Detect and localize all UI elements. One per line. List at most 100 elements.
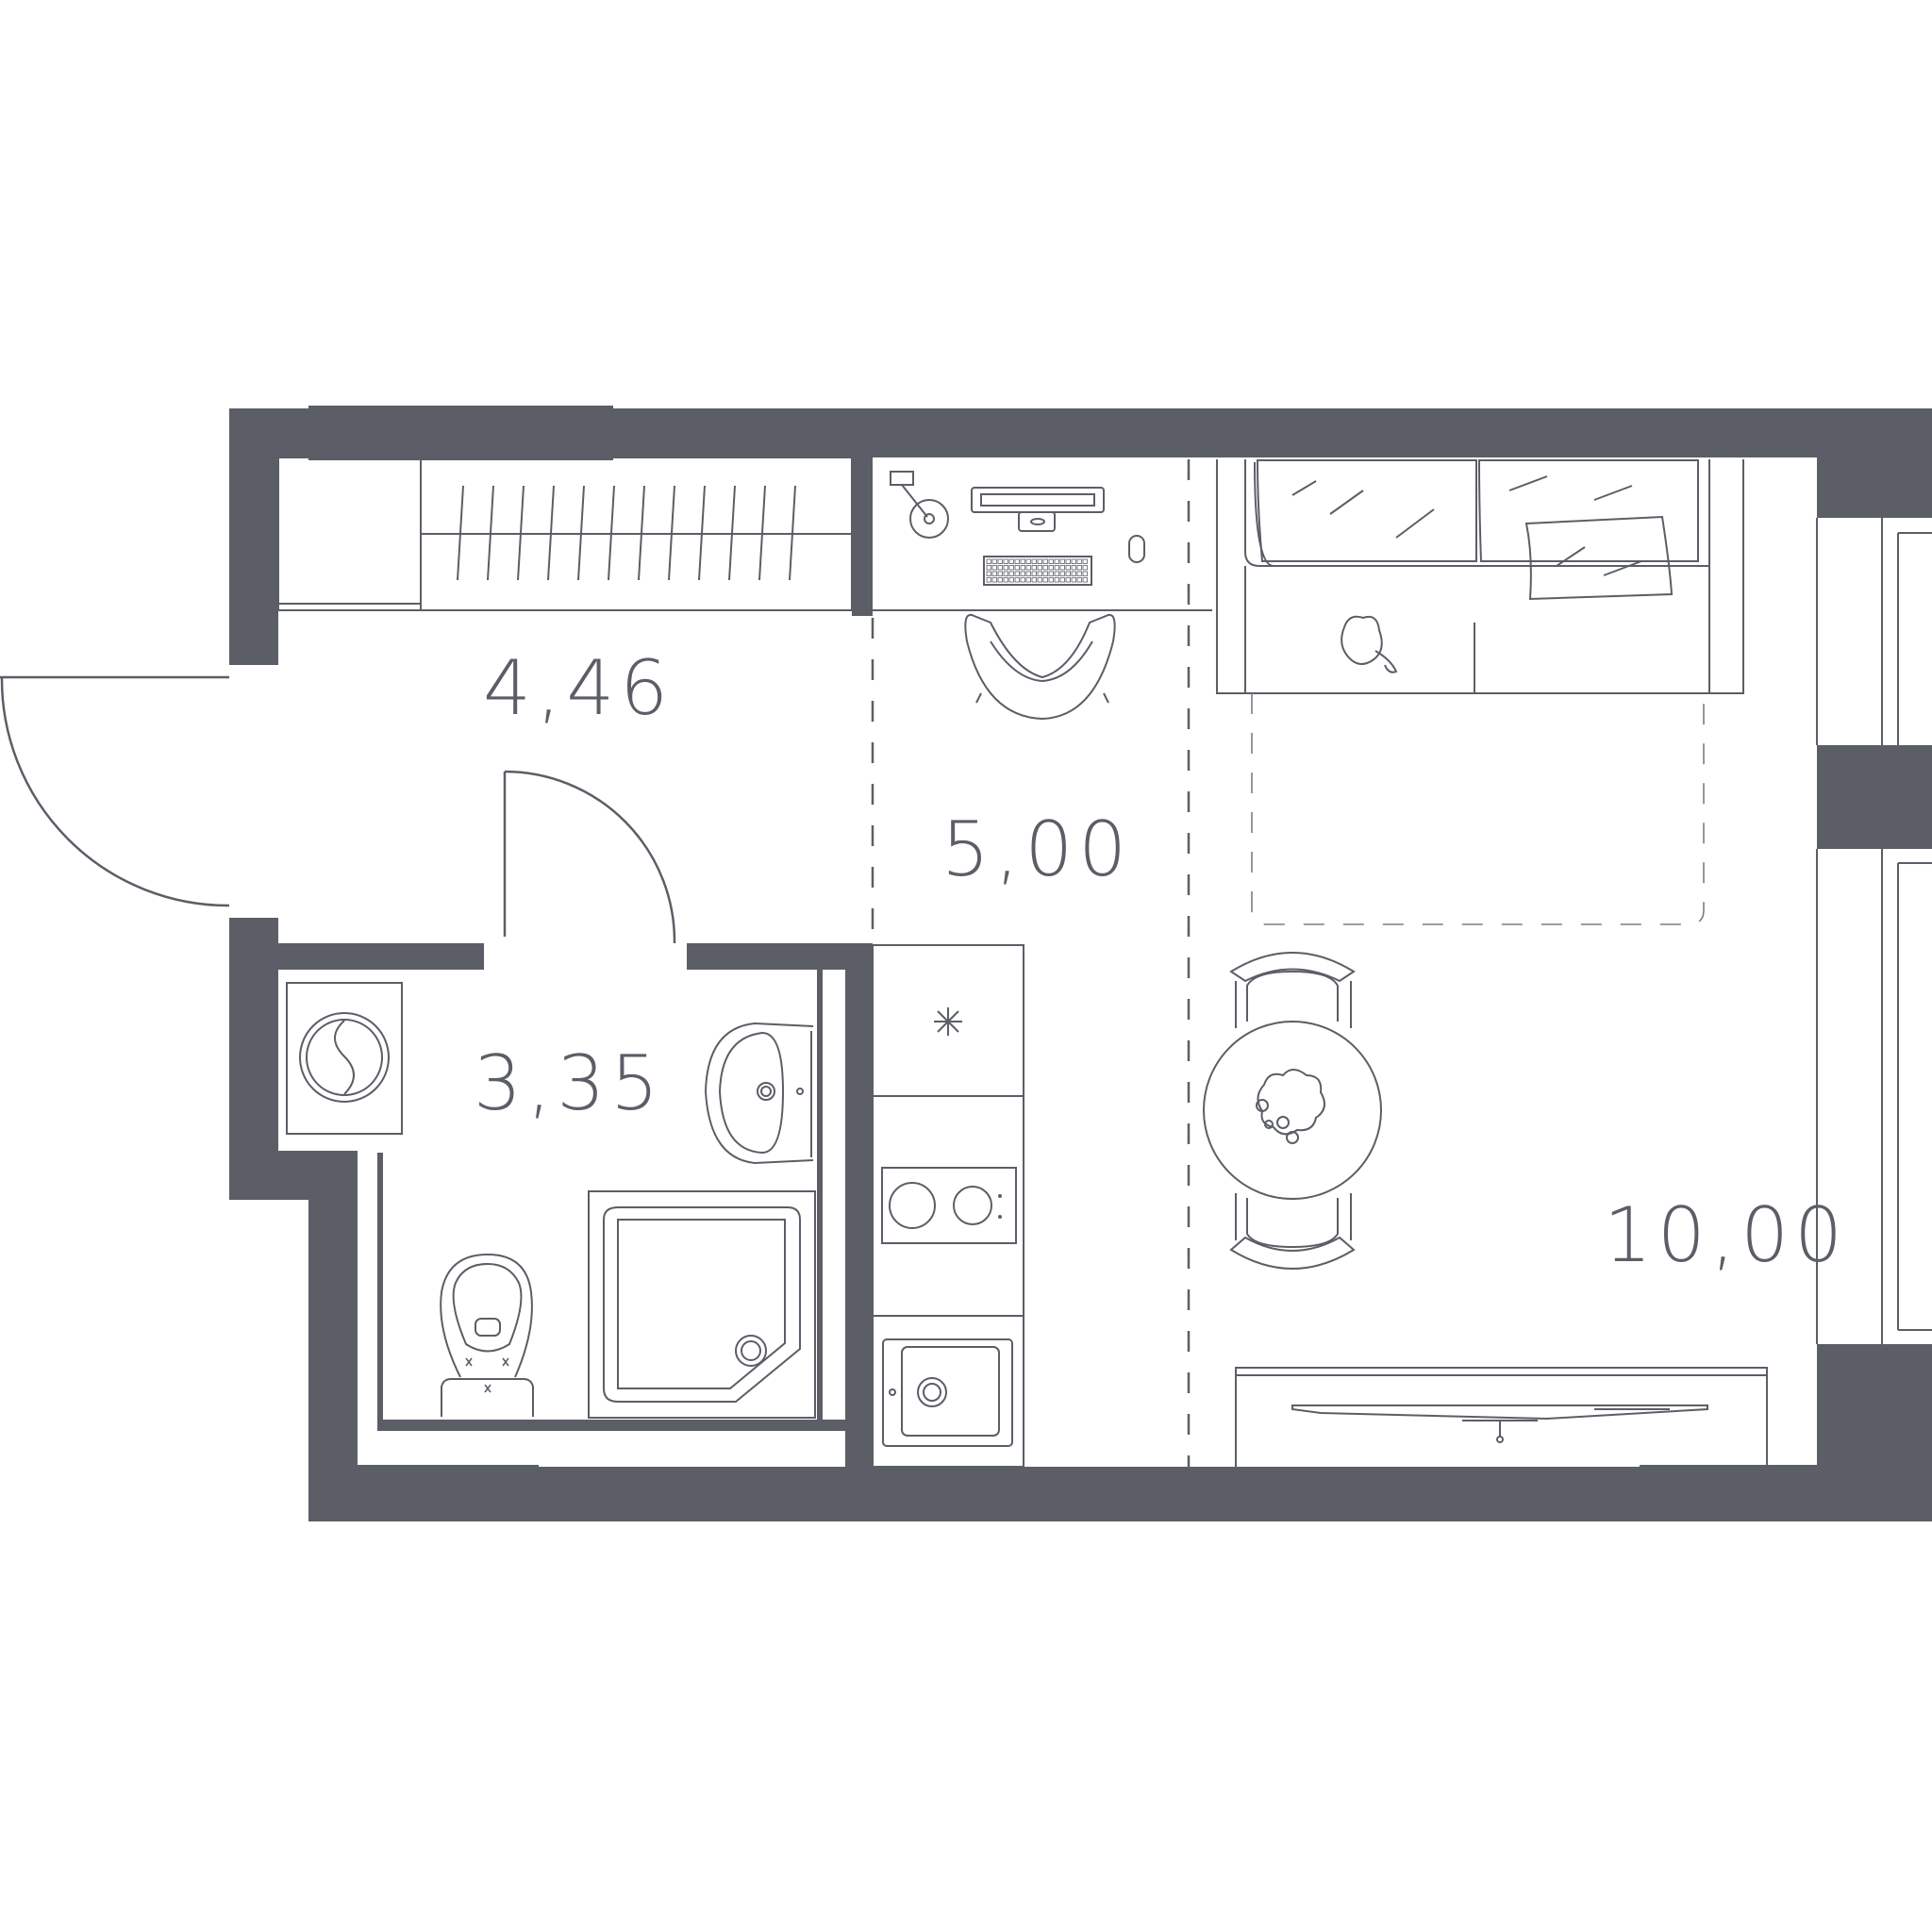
keyboard-key xyxy=(1082,571,1088,576)
keyboard-key xyxy=(986,577,991,583)
keyboard-key xyxy=(1025,565,1031,571)
keyboard-key xyxy=(1054,571,1059,576)
keyboard-key xyxy=(1042,558,1048,564)
dining-set xyxy=(1203,952,1382,1270)
area-label-bathroom: 3,35 xyxy=(474,1039,664,1127)
keyboard-key xyxy=(1014,558,1020,564)
keyboard-key xyxy=(997,571,1003,576)
keyboard-key xyxy=(1031,577,1037,583)
area-label-living-room: 10,00 xyxy=(1604,1191,1848,1279)
keyboard-key xyxy=(1003,577,1008,583)
keyboard-key xyxy=(1008,565,1014,571)
keyboard-key xyxy=(1065,577,1071,583)
keyboard-key xyxy=(1014,577,1020,583)
hanger xyxy=(668,485,675,581)
keyboard-key xyxy=(986,565,991,571)
keyboard-key xyxy=(1003,558,1008,564)
keyboard-key xyxy=(1054,577,1059,583)
keyboard-key xyxy=(1065,558,1071,564)
keyboard-key xyxy=(1037,577,1042,583)
keyboard-key xyxy=(991,571,997,576)
keyboard-key xyxy=(1042,577,1048,583)
keyboard-key xyxy=(1054,558,1059,564)
hanger xyxy=(577,485,585,581)
hanger xyxy=(487,485,494,581)
keyboard-key xyxy=(1082,565,1088,571)
keyboard-key xyxy=(1008,571,1014,576)
keyboard-key xyxy=(1048,558,1054,564)
keyboard-key xyxy=(997,558,1003,564)
area-label-kitchen: 5,00 xyxy=(941,806,1132,893)
keyboard-key xyxy=(991,577,997,583)
keyboard-key xyxy=(1059,577,1065,583)
keyboard-key xyxy=(1003,571,1008,576)
keyboard-key xyxy=(1076,571,1082,576)
area-label-hallway: 4,46 xyxy=(483,644,674,732)
keyboard-key xyxy=(1071,565,1076,571)
keyboard-key xyxy=(1048,565,1054,571)
keyboard-key xyxy=(1025,577,1031,583)
keyboard-key xyxy=(1031,558,1037,564)
windows xyxy=(1816,518,1932,1344)
keyboard-key xyxy=(1071,577,1076,583)
area-labels: 4,46 5,00 3,35 10,00 xyxy=(474,644,1848,1279)
keyboard-key xyxy=(997,577,1003,583)
keyboard-key xyxy=(1008,577,1014,583)
keyboard-key xyxy=(997,565,1003,571)
keyboard-key xyxy=(1059,565,1065,571)
wardrobe xyxy=(277,457,853,611)
keyboard-key xyxy=(1076,577,1082,583)
keyboard-key xyxy=(1042,565,1048,571)
keyboard-key xyxy=(991,565,997,571)
keyboard-key xyxy=(1037,558,1042,564)
keyboard-key xyxy=(986,558,991,564)
keyboard-key xyxy=(1048,577,1054,583)
keyboard-key xyxy=(1076,558,1082,564)
keyboard-key xyxy=(1071,571,1076,576)
keyboard-key xyxy=(1042,571,1048,576)
keyboard-key xyxy=(1020,565,1025,571)
keyboard-key xyxy=(1082,577,1088,583)
desk xyxy=(873,471,1212,721)
keyboard-key xyxy=(1037,565,1042,571)
zone-dividers xyxy=(871,459,1191,1467)
walls xyxy=(229,406,1932,1521)
keyboard-key xyxy=(1059,571,1065,576)
keyboard-key xyxy=(1059,558,1065,564)
hanger xyxy=(547,485,555,581)
keyboard-key xyxy=(991,558,997,564)
keyboard-key xyxy=(1020,577,1025,583)
keyboard-key xyxy=(1065,571,1071,576)
hanger xyxy=(608,485,615,581)
keyboard-key xyxy=(1065,565,1071,571)
keyboard-key xyxy=(1020,571,1025,576)
hanger xyxy=(457,485,464,581)
keyboard-key xyxy=(1048,571,1054,576)
bathroom-door xyxy=(503,770,676,944)
keyboard-key xyxy=(1031,571,1037,576)
keyboard-key xyxy=(1071,558,1076,564)
keyboard-key xyxy=(1014,571,1020,576)
keyboard-key xyxy=(1020,558,1025,564)
tv-stand xyxy=(1235,1367,1768,1467)
hanger xyxy=(758,485,766,581)
keyboard-key xyxy=(1037,571,1042,576)
keyboard-key xyxy=(1076,565,1082,571)
keyboard-key xyxy=(1025,558,1031,564)
keyboard-key xyxy=(1008,558,1014,564)
sofa xyxy=(1216,459,1744,925)
hanger xyxy=(698,485,706,581)
keyboard-key xyxy=(1014,565,1020,571)
keyboard-key xyxy=(986,571,991,576)
hanger xyxy=(728,485,736,581)
hanger xyxy=(517,485,525,581)
keyboard-key xyxy=(1003,565,1008,571)
hanger xyxy=(789,485,796,581)
kitchen-counter xyxy=(872,944,1024,1468)
hanger xyxy=(638,485,645,581)
keyboard-key xyxy=(1054,565,1059,571)
bathroom-fixtures xyxy=(286,982,816,1419)
keyboard-key xyxy=(1082,558,1088,564)
keyboard-key xyxy=(1031,565,1037,571)
